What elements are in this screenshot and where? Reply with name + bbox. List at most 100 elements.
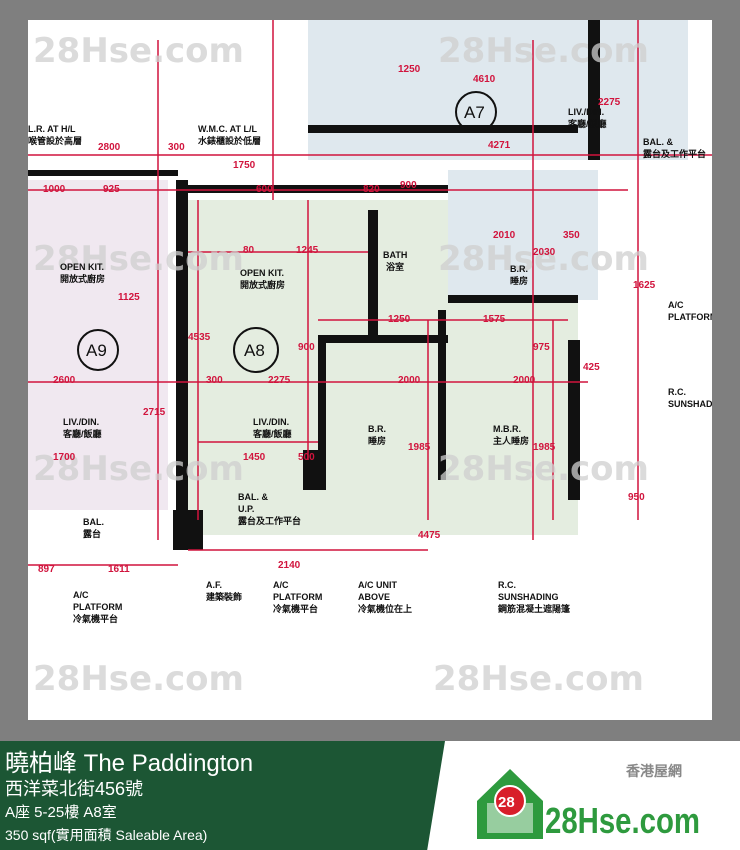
- svg-text:A/C: A/C: [73, 590, 89, 600]
- unit-a7-area: [308, 20, 688, 160]
- floor-plan: 28Hse.com 28Hse.com 28Hse.com 28Hse.com …: [28, 20, 712, 720]
- svg-text:2600: 2600: [53, 375, 76, 386]
- svg-text:R.C.: R.C.: [668, 387, 686, 397]
- svg-text:B.R.: B.R.: [368, 424, 386, 434]
- property-unit: A座 5-25樓 A8室: [5, 804, 117, 821]
- watermarks: 28Hse.com 28Hse.com 28Hse.com 28Hse.com …: [33, 31, 649, 699]
- svg-text:28Hse.com: 28Hse.com: [33, 31, 244, 71]
- svg-text:冷氣機平台: 冷氣機平台: [73, 613, 118, 624]
- svg-text:2715: 2715: [143, 407, 166, 418]
- svg-text:500: 500: [298, 452, 315, 463]
- svg-text:客廳/飯廳: 客廳/飯廳: [252, 428, 292, 439]
- unit-a7-marker: A7: [455, 91, 497, 133]
- svg-text:B.R.: B.R.: [510, 264, 528, 274]
- dimension-lines: [28, 20, 712, 566]
- svg-text:897: 897: [38, 564, 55, 575]
- svg-text:客廳/飯廳: 客廳/飯廳: [567, 118, 607, 129]
- svg-text:開放式廚房: 開放式廚房: [60, 273, 105, 284]
- svg-text:LIV./DIN.: LIV./DIN.: [568, 107, 604, 117]
- room-labels: OPEN KIT. 開放式廚房 OPEN KIT. 開放式廚房 BATH 浴室 …: [28, 107, 712, 624]
- unit-a7-br-area: [448, 170, 598, 300]
- svg-text:4475: 4475: [418, 530, 441, 541]
- svg-text:PLATFORM: PLATFORM: [73, 602, 122, 612]
- logo-badge: [494, 785, 526, 817]
- listing-info-panel: 曉柏峰 The Paddington 西洋菜北街456號 A座 5-25樓 A8…: [0, 741, 445, 850]
- svg-text:ABOVE: ABOVE: [358, 592, 390, 602]
- listing-footer: 曉柏峰 The Paddington 西洋菜北街456號 A座 5-25樓 A8…: [0, 741, 740, 850]
- svg-text:BAL. &: BAL. &: [643, 137, 673, 147]
- svg-text:睡房: 睡房: [510, 275, 528, 286]
- svg-text:露台及工作平台: 露台及工作平台: [238, 515, 301, 526]
- property-title: 曉柏峰 The Paddington: [5, 750, 254, 777]
- svg-text:冷氣機平台: 冷氣機平台: [273, 603, 318, 614]
- floor-plan-drawing: 28Hse.com 28Hse.com 28Hse.com 28Hse.com …: [28, 20, 712, 699]
- svg-text:1575: 1575: [483, 314, 506, 325]
- svg-text:300: 300: [168, 142, 185, 153]
- svg-text:喉管設於高層: 喉管設於高層: [28, 135, 82, 146]
- svg-text:BAL. &: BAL. &: [238, 492, 268, 502]
- svg-text:975: 975: [533, 342, 550, 353]
- svg-text:28Hse.com: 28Hse.com: [433, 659, 644, 699]
- svg-text:A/C: A/C: [668, 300, 684, 310]
- svg-text:R.C.: R.C.: [498, 580, 516, 590]
- svg-text:2140: 2140: [278, 560, 301, 571]
- svg-text:350: 350: [563, 230, 580, 241]
- svg-text:OPEN KIT.: OPEN KIT.: [240, 268, 284, 278]
- svg-text:BATH: BATH: [383, 250, 407, 260]
- svg-text:28Hse.com: 28Hse.com: [33, 239, 244, 279]
- svg-text:900: 900: [298, 342, 315, 353]
- svg-text:28Hse.com: 28Hse.com: [545, 800, 700, 841]
- svg-text:950: 950: [628, 492, 645, 503]
- svg-text:900: 900: [400, 180, 417, 191]
- svg-text:28Hse.com: 28Hse.com: [438, 449, 649, 489]
- svg-text:1985: 1985: [533, 442, 556, 453]
- svg-text:28Hse.com: 28Hse.com: [438, 239, 649, 279]
- svg-text:睡房: 睡房: [368, 435, 386, 446]
- svg-text:1700: 1700: [53, 452, 76, 463]
- svg-text:300: 300: [206, 375, 223, 386]
- svg-text:2000: 2000: [513, 375, 536, 386]
- svg-text:A/C: A/C: [273, 580, 289, 590]
- logo-chinese-name: 香港屋網: [626, 763, 682, 779]
- svg-text:冷氣機位在上: 冷氣機位在上: [358, 603, 412, 614]
- svg-text:BAL.: BAL.: [83, 517, 104, 527]
- property-area: 350 sqf(實用面積 Saleable Area): [5, 827, 208, 843]
- svg-text:2000: 2000: [398, 375, 421, 386]
- svg-text:鋼筋混凝土遮陽篷: 鋼筋混凝土遮陽篷: [497, 603, 571, 614]
- svg-text:4271: 4271: [488, 140, 511, 151]
- svg-text:A8: A8: [244, 341, 265, 360]
- svg-text:PLATFORM: PLATFORM: [273, 592, 322, 602]
- svg-text:425: 425: [583, 362, 600, 373]
- svg-text:2275: 2275: [598, 97, 621, 108]
- svg-text:SUNSHADING: SUNSHADING: [498, 592, 559, 602]
- svg-text:1125: 1125: [118, 292, 140, 303]
- 28hse-logo: 28 28Hse.com: [477, 769, 700, 841]
- dimension-labels: 2800 300 1750 1250 4610 4271 2275 1000 9…: [38, 64, 656, 575]
- walls: [28, 20, 600, 550]
- svg-text:925: 925: [103, 184, 120, 195]
- svg-text:1250: 1250: [398, 64, 421, 75]
- svg-text:4535: 4535: [188, 332, 211, 343]
- svg-text:2275: 2275: [268, 375, 291, 386]
- svg-text:建築裝飾: 建築裝飾: [206, 591, 242, 602]
- svg-text:820: 820: [363, 184, 380, 195]
- svg-text:A9: A9: [86, 341, 107, 360]
- svg-text:A7: A7: [464, 103, 485, 122]
- svg-text:2030: 2030: [533, 247, 556, 258]
- svg-text:600: 600: [256, 184, 273, 195]
- svg-text:1611: 1611: [108, 564, 130, 575]
- svg-text:28Hse.com: 28Hse.com: [33, 449, 244, 489]
- unit-a8-marker: A8: [233, 327, 279, 373]
- svg-text:PLATFORM: PLATFORM: [668, 312, 712, 322]
- unit-a9-area: [28, 180, 168, 510]
- svg-text:U.P.: U.P.: [238, 504, 254, 514]
- svg-text:露台及工作平台: 露台及工作平台: [643, 148, 706, 159]
- svg-text:W.M.C. AT L/L: W.M.C. AT L/L: [198, 124, 257, 134]
- svg-text:開放式廚房: 開放式廚房: [240, 279, 285, 290]
- svg-text:28Hse.com: 28Hse.com: [33, 659, 244, 699]
- svg-text:1625: 1625: [633, 280, 656, 291]
- svg-text:A.F.: A.F.: [206, 580, 222, 590]
- svg-text:2010: 2010: [493, 230, 516, 241]
- svg-text:A/C UNIT: A/C UNIT: [358, 580, 397, 590]
- svg-text:4610: 4610: [473, 74, 496, 85]
